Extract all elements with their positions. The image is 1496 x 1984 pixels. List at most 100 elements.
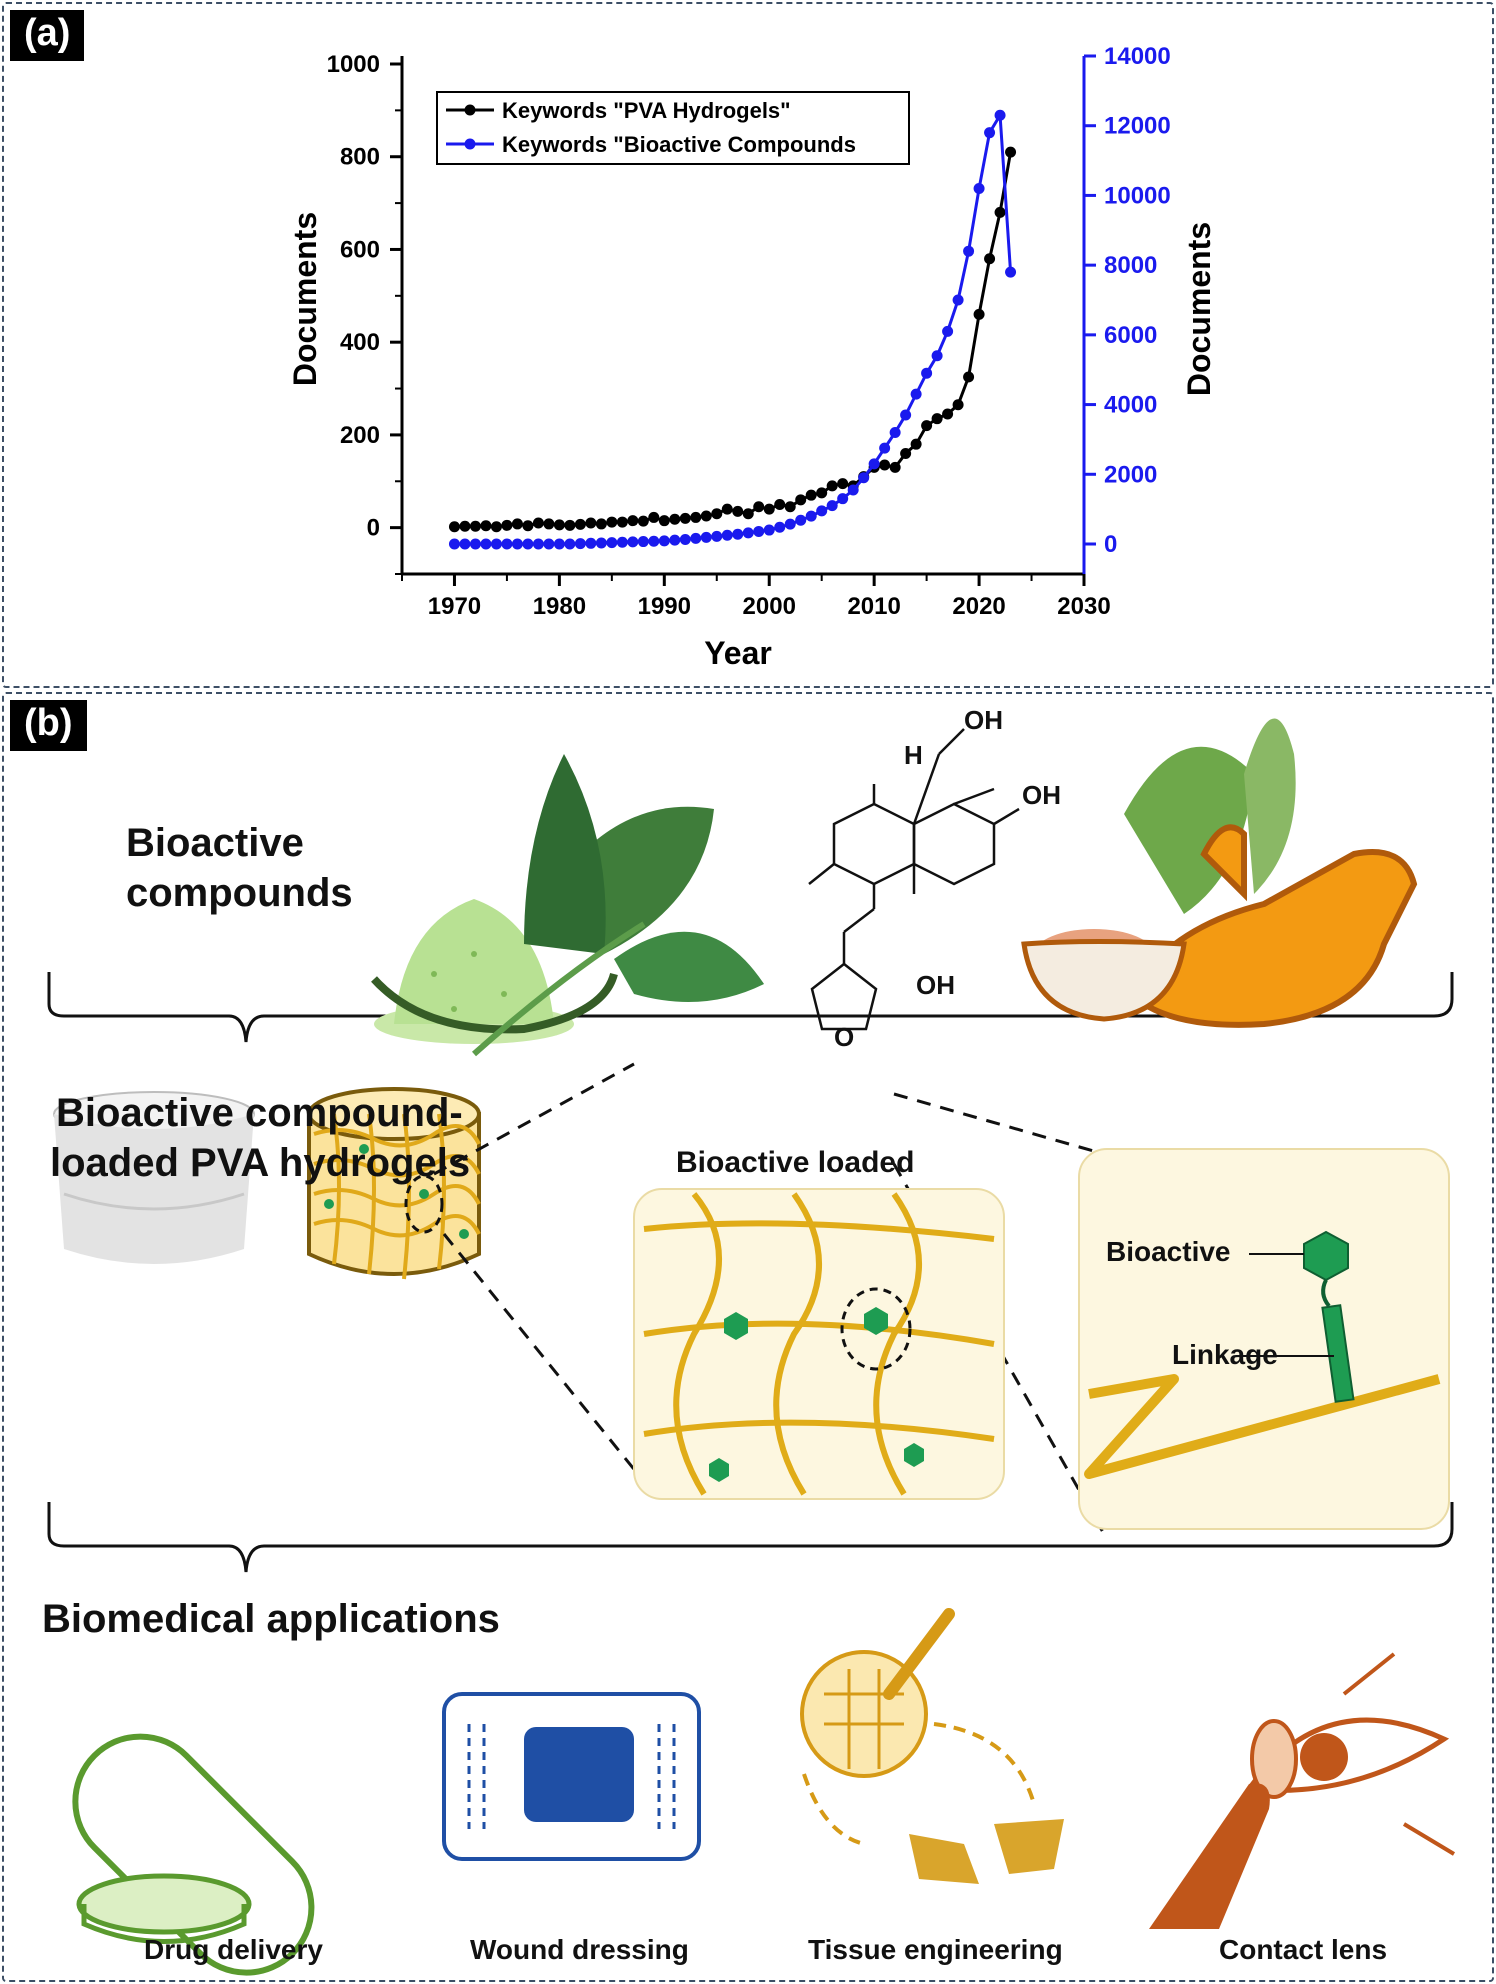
data-point-series-0: [522, 520, 534, 532]
data-point-series-0: [984, 253, 996, 265]
application-label-tissue-engineering: Tissue engineering: [808, 1934, 1063, 1965]
data-point-series-1: [984, 127, 996, 139]
data-point-series-0: [1005, 146, 1017, 158]
data-point-series-1: [574, 538, 586, 550]
zoom-line-3: [893, 1092, 1105, 1156]
data-point-series-1: [805, 510, 817, 522]
data-point-series-0: [753, 501, 765, 513]
panel-b-label: (b): [10, 700, 87, 751]
data-point-series-0: [742, 508, 754, 520]
y-left-tick-label: 200: [340, 422, 380, 449]
series-line-0: [454, 151, 1013, 529]
y-axis-right-label: Documents: [1181, 222, 1217, 396]
y-axis-left-label: Documents: [287, 212, 323, 386]
data-point-series-1: [1005, 266, 1017, 278]
data-point-series-1: [858, 472, 870, 484]
data-point-series-0: [963, 371, 975, 383]
y-right-tick-label: 8000: [1104, 252, 1157, 279]
data-point-series-0: [942, 408, 954, 420]
data-point-series-0: [574, 518, 586, 530]
application-label-contact-lens: Contact lens: [1219, 1934, 1388, 1965]
data-point-series-1: [690, 532, 702, 544]
panel-b: (b): [2, 692, 1494, 1982]
data-point-series-1: [994, 109, 1006, 121]
x-tick-label: 2020: [952, 593, 1005, 620]
y-right-tick-label: 10000: [1104, 182, 1171, 209]
y-right-tick-label: 0: [1104, 531, 1117, 558]
data-point-series-0: [532, 517, 544, 529]
data-point-series-0: [910, 438, 922, 450]
oh-top-label: OH: [964, 705, 1003, 735]
data-point-series-1: [700, 531, 712, 543]
legend-label-1: Keywords "Bioactive Compounds: [502, 132, 856, 157]
y-right-tick-label: 6000: [1104, 322, 1157, 349]
data-point-series-1: [595, 537, 607, 549]
data-point-series-1: [963, 245, 975, 257]
pva-hydrogel-photo: [53, 1091, 255, 1264]
y-right-tick-label: 2000: [1104, 461, 1157, 488]
bioactive-linkage-detail: [1078, 1148, 1450, 1530]
data-point-series-0: [637, 515, 649, 527]
data-point-series-1: [648, 535, 660, 547]
loaded-title-line1: Bioactive compound-: [56, 1091, 463, 1135]
data-point-series-1: [774, 521, 786, 533]
o-label: O: [834, 1022, 854, 1052]
oh-right-label: OH: [1022, 780, 1061, 810]
data-point-series-0: [648, 511, 660, 523]
y-right-tick-label: 14000: [1104, 43, 1171, 70]
bioactive-loaded-label: Bioactive loaded: [676, 1146, 915, 1179]
data-point-series-0: [711, 508, 723, 520]
data-point-series-1: [679, 533, 691, 545]
data-point-series-1: [879, 442, 891, 454]
data-point-series-0: [669, 513, 681, 525]
data-point-series-1: [585, 537, 597, 549]
data-point-series-1: [795, 514, 807, 526]
x-axis-label: Year: [704, 635, 772, 671]
bone-scaffold-icon: [800, 1608, 1064, 1884]
data-point-series-1: [763, 524, 775, 536]
zoom-line-2: [442, 1233, 656, 1495]
data-point-series-0: [595, 518, 607, 530]
data-point-series-0: [501, 519, 513, 531]
data-point-series-1: [784, 518, 796, 530]
data-point-series-1: [459, 538, 471, 550]
data-point-series-0: [679, 512, 691, 524]
mesh-cylinder-icon: [307, 1087, 481, 1280]
capsule-icon: [72, 1733, 315, 1976]
x-tick-label: 1980: [533, 593, 586, 620]
data-point-series-0: [921, 420, 933, 432]
x-tick-label: 1970: [428, 593, 481, 620]
data-point-series-0: [480, 520, 492, 532]
y-left-tick-label: 800: [340, 144, 380, 171]
bioactive-loaded-network: [633, 1188, 1005, 1500]
data-point-series-0: [763, 503, 775, 515]
data-point-series-0: [816, 487, 828, 499]
data-point-series-0: [732, 505, 744, 517]
data-point-series-1: [480, 538, 492, 550]
data-point-series-0: [879, 459, 891, 471]
data-point-series-1: [469, 538, 481, 550]
y-left-tick-label: 1000: [327, 51, 380, 78]
molecule-structure-icon: [808, 728, 1020, 1031]
data-point-series-1: [637, 536, 649, 548]
data-point-series-1: [742, 527, 754, 539]
legend-marker-0: [464, 104, 476, 116]
data-point-series-1: [900, 409, 912, 421]
data-point-series-1: [616, 536, 628, 548]
application-label-wound-dressing: Wound dressing: [470, 1934, 689, 1965]
green-powder-leaves-icon: [371, 754, 764, 1057]
data-point-series-1: [606, 537, 618, 549]
data-point-series-0: [826, 480, 838, 492]
eye-lens-icon: [1149, 1652, 1456, 1929]
data-point-series-1: [522, 538, 534, 550]
data-point-series-1: [511, 538, 523, 550]
loaded-title-line2: loaded PVA hydrogels: [50, 1141, 471, 1185]
data-point-series-1: [711, 530, 723, 542]
data-point-series-0: [616, 516, 628, 528]
data-point-series-1: [910, 388, 922, 400]
data-point-series-1: [889, 426, 901, 438]
data-point-series-0: [900, 447, 912, 459]
data-point-series-0: [721, 503, 733, 515]
